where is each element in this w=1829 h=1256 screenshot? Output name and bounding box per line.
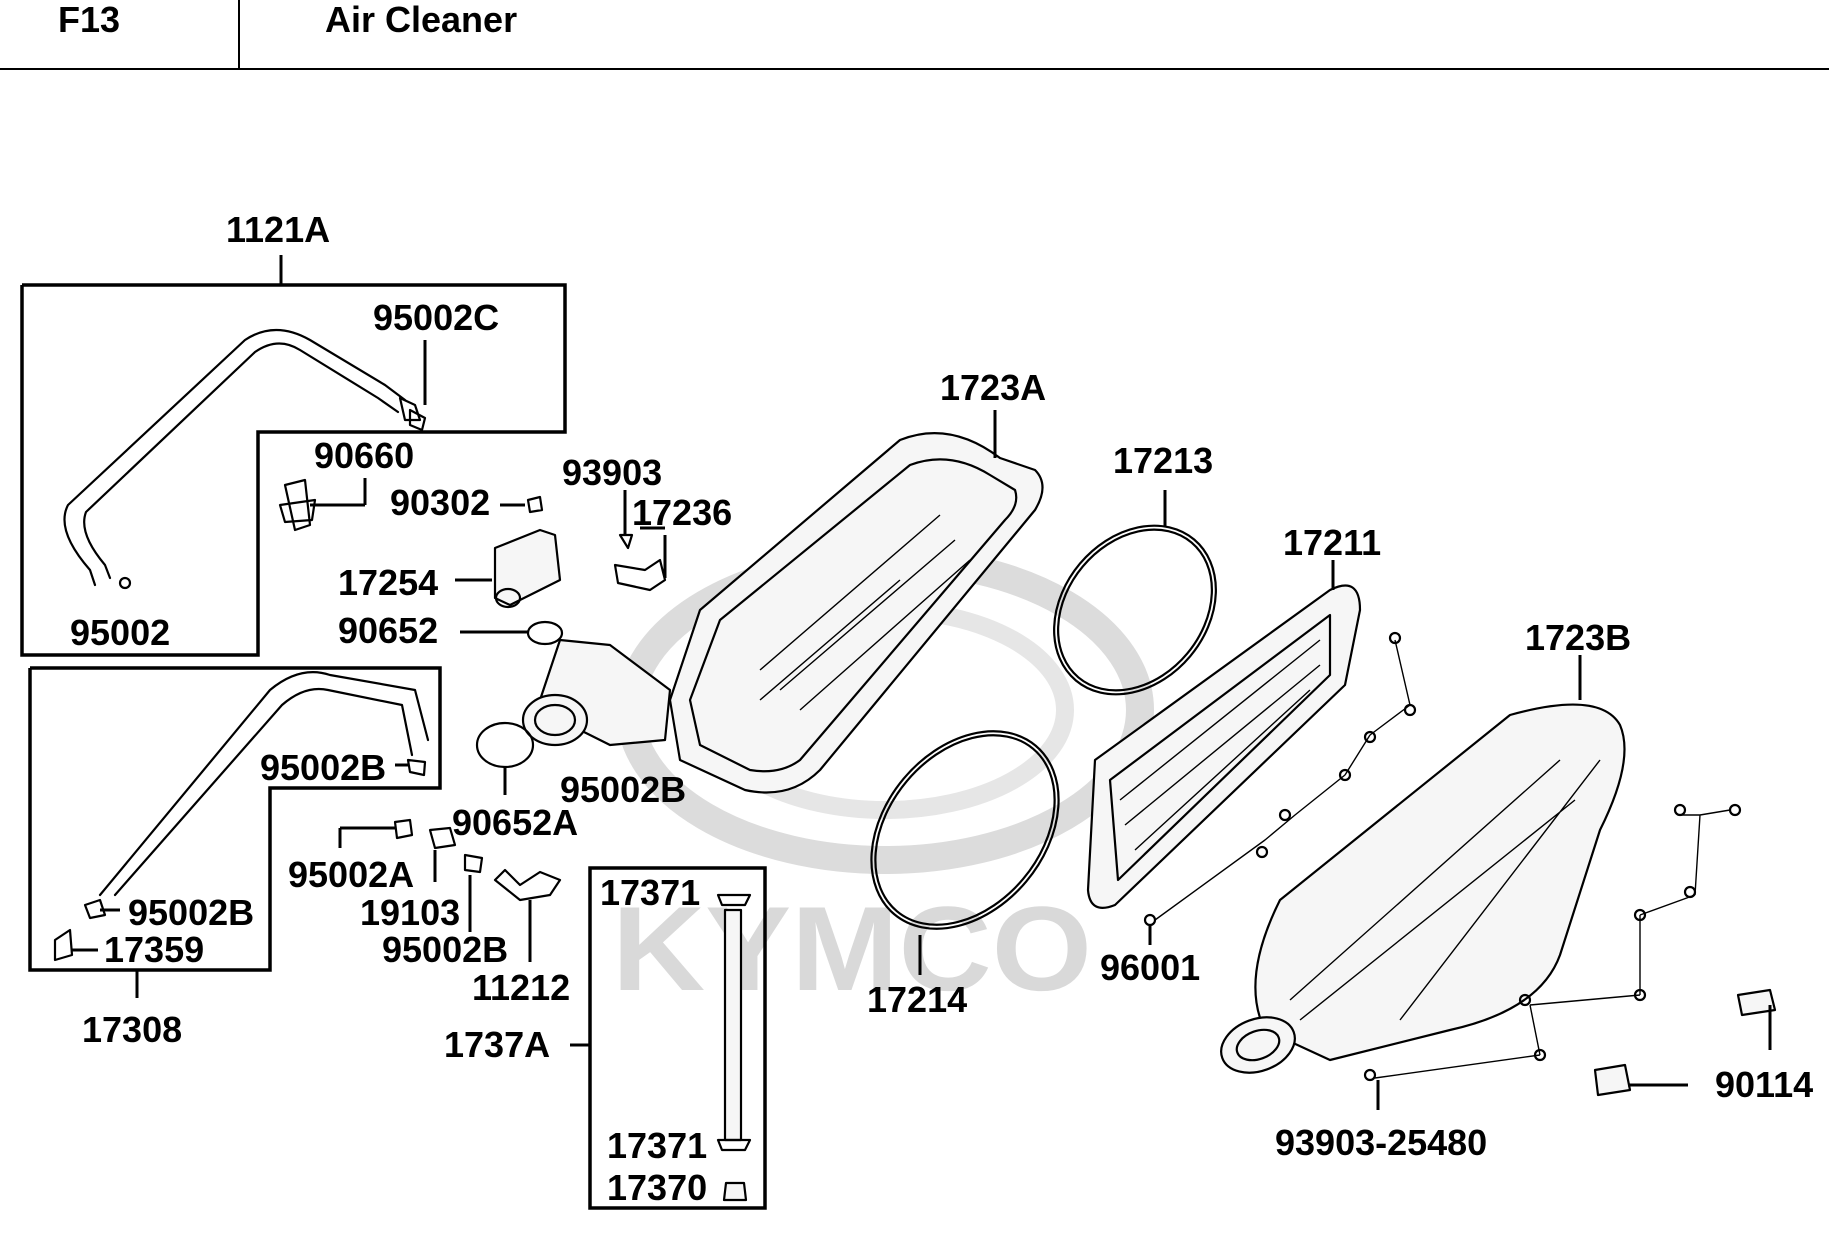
hose-kit-17308-group xyxy=(28,666,442,998)
screws-93903-25480 xyxy=(1363,803,1742,1110)
element-17211-part xyxy=(1086,560,1362,909)
label-19103: 19103 xyxy=(360,892,460,933)
label-93903-25480: 93903-25480 xyxy=(1275,1122,1487,1163)
seal-17213 xyxy=(1053,524,1217,696)
label-17359: 17359 xyxy=(104,929,204,970)
label-17371-top: 17371 xyxy=(600,872,700,913)
label-93903: 93903 xyxy=(562,452,662,493)
watermark-text: KYMCO xyxy=(612,882,1092,1016)
label-90302: 90302 xyxy=(390,482,490,523)
label-11212: 11212 xyxy=(472,967,570,1008)
label-90652A: 90652A xyxy=(452,802,578,843)
screws-96001 xyxy=(1143,631,1417,945)
part-labels: 1121A 95002C 95002 90660 90302 93903 172… xyxy=(70,209,1813,1208)
label-1737A: 1737A xyxy=(444,1024,550,1065)
seal-17214 xyxy=(870,730,1060,930)
label-1723B: 1723B xyxy=(1525,617,1631,658)
label-17371-bottom: 17371 xyxy=(607,1125,707,1166)
intake-duct-part xyxy=(521,638,672,747)
label-17308: 17308 xyxy=(82,1009,182,1050)
label-95002C: 95002C xyxy=(373,297,499,338)
box-17308 xyxy=(28,666,442,972)
drain-kit-1737A-group xyxy=(570,866,767,1210)
page-header: F13 Air Cleaner xyxy=(0,0,1829,70)
hose-kit-1121A-group xyxy=(20,255,567,657)
label-17254: 17254 xyxy=(338,562,438,603)
bracket-17236 xyxy=(613,558,667,592)
cover-1723B-part xyxy=(1220,655,1626,1074)
label-17213: 17213 xyxy=(1113,440,1213,481)
label-17214: 17214 xyxy=(867,979,967,1020)
section-title: Air Cleaner xyxy=(325,0,518,40)
label-96001: 96001 xyxy=(1100,947,1200,988)
label-90660: 90660 xyxy=(314,435,414,476)
label-17211: 17211 xyxy=(1283,522,1381,563)
section-code: F13 xyxy=(58,0,121,40)
label-17236: 17236 xyxy=(632,492,732,533)
clip-90660-part xyxy=(278,478,367,532)
label-90652: 90652 xyxy=(338,610,438,651)
box-1737A xyxy=(588,866,767,1210)
pipe-fittings-group xyxy=(338,818,562,962)
label-95002: 95002 xyxy=(70,612,170,653)
case-1723A-part xyxy=(668,410,1044,794)
bolts-90114 xyxy=(1593,988,1777,1097)
drain-tube xyxy=(723,908,743,1142)
label-95002B-fitting: 95002B xyxy=(382,929,508,970)
header-divider xyxy=(238,0,240,70)
clamp-90652A xyxy=(475,721,535,769)
label-90114: 90114 xyxy=(1715,1064,1813,1105)
label-1723A: 1723A xyxy=(940,367,1046,408)
label-95002B-hose: 95002B xyxy=(260,747,386,788)
label-17370: 17370 xyxy=(607,1167,707,1208)
kymco-watermark: KYMCO xyxy=(612,546,1154,1016)
clamp-90652 xyxy=(526,620,564,646)
label-95002B-case: 95002B xyxy=(560,769,686,810)
label-95002B-lower: 95002B xyxy=(128,892,254,933)
label-1121A: 1121A xyxy=(226,209,330,250)
box-1121A xyxy=(20,283,567,657)
breather-hose xyxy=(63,329,407,587)
resonator-17254-part xyxy=(455,528,562,609)
label-95002A: 95002A xyxy=(288,854,414,895)
